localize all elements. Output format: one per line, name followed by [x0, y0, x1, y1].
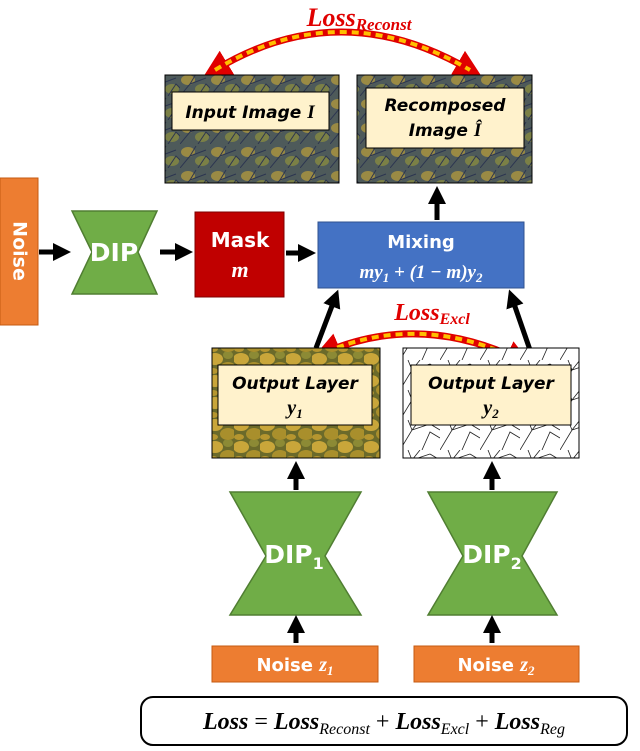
loss-reconst-label: LossReconst: [306, 3, 413, 34]
noise-z2-block: [413, 645, 580, 683]
loss-excl-label: LossExcl: [393, 300, 470, 328]
mask-block: [194, 211, 285, 298]
dip1-label: DIP1: [264, 540, 324, 573]
recomposed-image-label-line2: Image Î: [409, 119, 483, 141]
output-layer-1-label-box: [217, 364, 373, 426]
noise-input-label: Noise: [9, 221, 31, 281]
dip2-block: [426, 491, 559, 616]
output-layer-2-label-box: [410, 364, 572, 426]
dip2-label: DIP2: [462, 540, 522, 573]
mask-title: Mask: [211, 228, 270, 252]
mixing-title: Mixing: [387, 232, 455, 253]
recomposed-image-label-line1: Recomposed: [385, 96, 507, 116]
output-layer-2-title: Output Layer: [428, 374, 555, 394]
output-layer-2-variable: y2: [481, 397, 499, 421]
total-loss-box: [140, 696, 628, 746]
noise-z1-block: [211, 645, 379, 683]
input-image-label-box: [171, 91, 330, 131]
noise-z2-label: Noise z2: [457, 654, 535, 678]
noise-input-bar: [0, 177, 39, 326]
arrow-output2-to-mixing: [506, 289, 533, 351]
mixing-formula: my1 + (1 − m)y2: [360, 262, 483, 285]
output-layer-1-title: Output Layer: [232, 374, 359, 394]
loss-reconst-arrow: [213, 30, 472, 72]
mask-variable: m: [231, 257, 248, 282]
recomposed-image-label-box: [365, 87, 525, 149]
dip1-block: [228, 491, 363, 616]
arrow-output1-to-mixing: [313, 289, 341, 349]
input-image-label: Input Image I: [185, 102, 315, 123]
total-loss-equation: Loss = LossReconst + LossExcl + LossReg: [202, 709, 565, 738]
output-layer-1-variable: y1: [285, 397, 302, 421]
noise-z1-label: Noise z1: [256, 654, 333, 678]
mixing-block: [317, 221, 525, 289]
dip-main-block: [70, 210, 159, 295]
dip-main-label: DIP: [90, 238, 138, 267]
